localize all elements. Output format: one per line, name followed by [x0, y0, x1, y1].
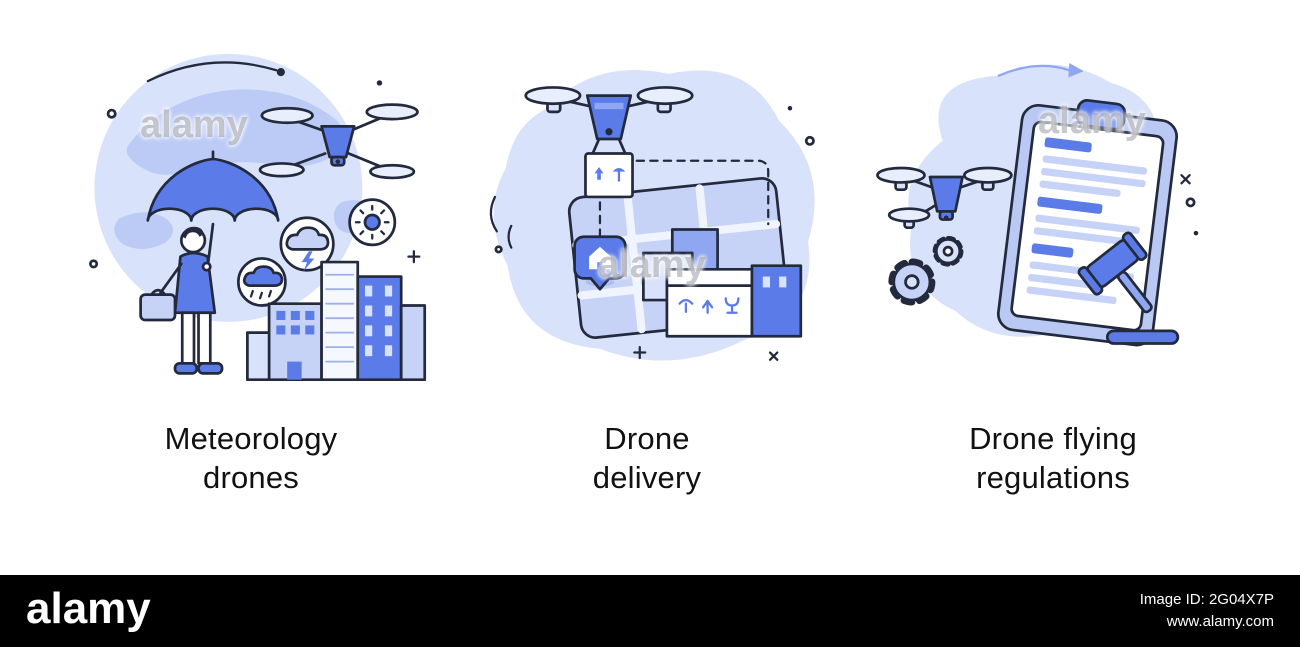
drone-flying-regulations-illustration — [876, 63, 1199, 347]
storm-icon — [279, 216, 335, 272]
caption-drone-flying-regulations: Drone flying regulations — [858, 419, 1248, 497]
footer-meta: Image ID: 2G04X7P www.alamy.com — [1140, 589, 1274, 634]
caption-meteorology-drones: Meteorology drones — [56, 419, 446, 497]
orbit-line — [146, 61, 285, 83]
caption-line: Meteorology — [164, 421, 338, 456]
figure-meteorology-drones: Meteorology drones — [56, 34, 446, 497]
decor-sparkles — [1180, 174, 1199, 236]
gear-icon — [888, 235, 964, 306]
meteorology-drones-illustration — [89, 53, 427, 382]
location-pin-icon — [573, 235, 627, 291]
decor-sparkles — [489, 106, 815, 361]
cardboard-boxes — [642, 228, 803, 338]
caption-drone-delivery: Drone delivery — [452, 419, 842, 497]
image-id-text: Image ID: 2G04X7P — [1139, 590, 1274, 608]
caption-line: Drone — [604, 421, 690, 456]
quadcopter-drone-icon — [876, 166, 1013, 230]
decor-sparkles — [89, 80, 421, 269]
arrow-icon — [997, 63, 1084, 78]
rain-cloud-icon — [236, 257, 287, 307]
businessman-with-umbrella — [139, 150, 280, 375]
alamy-logo: alamy — [26, 584, 151, 633]
figure-drone-flying-regulations: Drone flying regulations — [858, 34, 1248, 497]
drone-delivery-illustration — [489, 70, 815, 361]
alamy-footer-bar: alamy Image ID: 2G04X7P www.alamy.com — [0, 575, 1300, 647]
caption-line: regulations — [976, 460, 1130, 496]
caption-line: delivery — [592, 460, 702, 496]
city-buildings — [246, 260, 427, 382]
quadcopter-drone-icon — [258, 103, 419, 180]
delivery-drone-with-parcel — [524, 86, 694, 199]
sun-icon — [348, 198, 397, 247]
figure-drone-delivery: Drone delivery — [452, 34, 842, 497]
caption-line: Drone flying — [969, 421, 1137, 456]
gavel-icon — [1077, 231, 1180, 345]
illustration-area: Meteorology drones — [56, 34, 1248, 497]
alamy-url-text: www.alamy.com — [1166, 613, 1274, 630]
caption-line: drones — [203, 460, 299, 496]
